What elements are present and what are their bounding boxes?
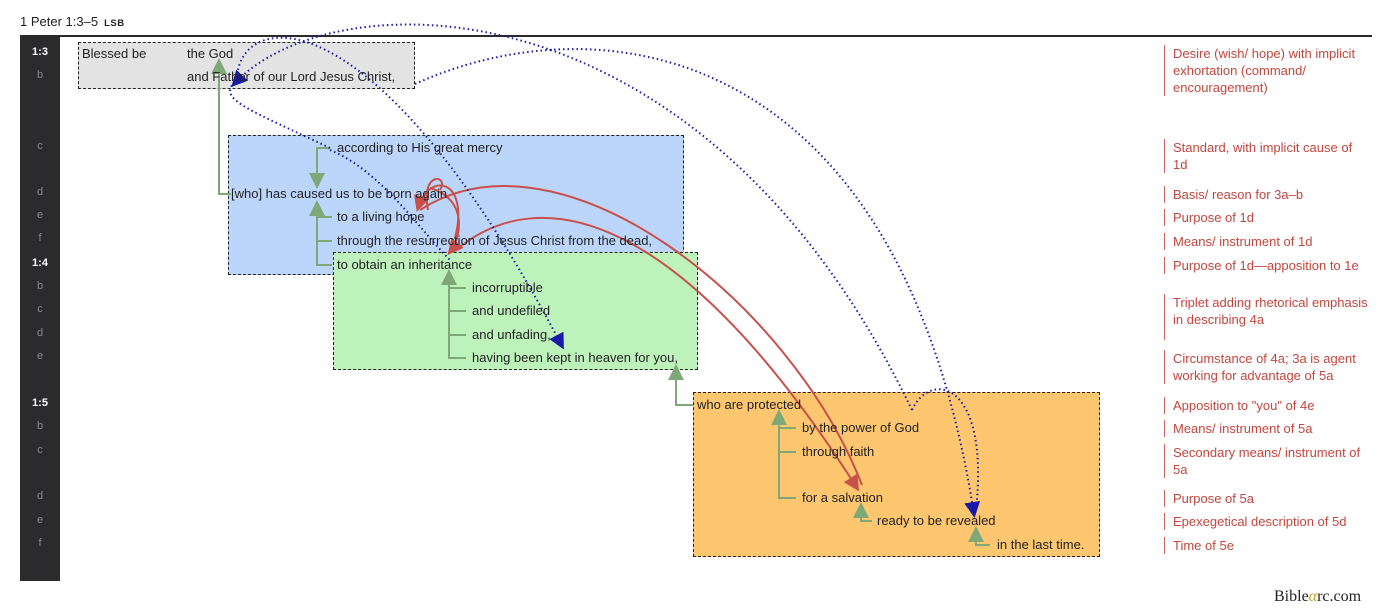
note-3a-3b: Desire (wish/ hope) with implicit exhort…	[1164, 45, 1369, 96]
note-5e: Epexegetical description of 5d	[1164, 513, 1369, 530]
phrase-3c: according to His great mercy	[337, 140, 503, 155]
gutter-label: c	[37, 303, 43, 315]
gutter-label: 1:5	[32, 397, 48, 409]
phrase-5e: ready to be revealed	[877, 513, 996, 528]
gutter-label: 1:4	[32, 257, 48, 269]
phrase-3f: through the resurrection of Jesus Christ…	[337, 233, 653, 248]
gutter-label: e	[36, 350, 44, 362]
gutter-label: c	[37, 444, 43, 456]
line-gutter: 1:3 b c d e f 1:4 b c d e 1:5 b c d e f	[20, 37, 60, 581]
note-5a: Apposition to "you" of 4e	[1164, 397, 1369, 414]
phrase-3d: [who] has caused us to be born again	[231, 186, 448, 201]
phrase-5b: by the power of God	[802, 420, 920, 435]
note-3d: Basis/ reason for 3a–b	[1164, 186, 1369, 203]
brand-suffix: rc.com	[1317, 588, 1362, 605]
gutter-label: e	[36, 514, 44, 526]
gutter-label: b	[36, 69, 44, 81]
note-5b: Means/ instrument of 5a	[1164, 420, 1369, 437]
phrase-4a: to obtain an inheritance	[337, 257, 473, 272]
note-4b-4d: Triplet adding rhetorical emphasis in de…	[1164, 294, 1369, 340]
phrase-3a: the God	[187, 46, 234, 61]
header-divider	[20, 35, 1372, 37]
passage-reference: 1 Peter 1:3–5	[20, 14, 99, 29]
phrase-3b: and Father of our Lord Jesus Christ,	[187, 69, 396, 84]
phrase-3e: to a living hope	[337, 209, 425, 224]
note-5f: Time of 5e	[1164, 537, 1369, 554]
phrase-4b: incorruptible	[472, 280, 543, 295]
brand-alpha: α	[1308, 588, 1318, 605]
version-label: LSB	[104, 18, 125, 29]
connector-5a-to-4e	[668, 364, 693, 406]
phrase-4e: having been kept in heaven for you,	[472, 350, 678, 365]
gutter-label: b	[36, 280, 44, 292]
gutter-label: d	[36, 490, 44, 502]
note-5d: Purpose of 5a	[1164, 490, 1369, 507]
gutter-label: d	[36, 186, 44, 198]
gutter-label: f	[38, 232, 42, 244]
phrase-3a-lead: Blessed be	[82, 46, 147, 61]
phrase-5c: through faith	[802, 444, 875, 459]
phrase-5d: for a salvation	[802, 490, 883, 505]
note-3c: Standard, with implicit cause of 1d	[1164, 139, 1369, 173]
gutter-label: c	[37, 140, 43, 152]
note-4e: Circumstance of 4a; 3a is agent working …	[1164, 350, 1369, 384]
brand-logo[interactable]: Bibleαrc.com	[1274, 588, 1361, 606]
phrase-5a: who are protected	[697, 397, 802, 412]
phrase-4c: and undefiled	[472, 303, 551, 318]
gutter-label: b	[36, 420, 44, 432]
gutter-label: 1:3	[32, 46, 48, 58]
passage-title: 1 Peter 1:3–5 LSB	[20, 14, 125, 29]
phrase-5f: in the last time.	[997, 537, 1085, 552]
phrase-4d: and unfading,	[472, 327, 551, 342]
note-4a: Purpose of 1d—apposition to 1e	[1164, 257, 1369, 274]
brand-prefix: Bible	[1274, 588, 1309, 605]
note-3e: Purpose of 1d	[1164, 209, 1369, 226]
gutter-label: f	[38, 537, 42, 549]
note-3f: Means/ instrument of 1d	[1164, 233, 1369, 250]
gutter-label: d	[36, 327, 44, 339]
gutter-label: e	[36, 209, 44, 221]
note-5c: Secondary means/ instrument of 5a	[1164, 444, 1369, 478]
group-5a-5f	[693, 392, 1100, 557]
